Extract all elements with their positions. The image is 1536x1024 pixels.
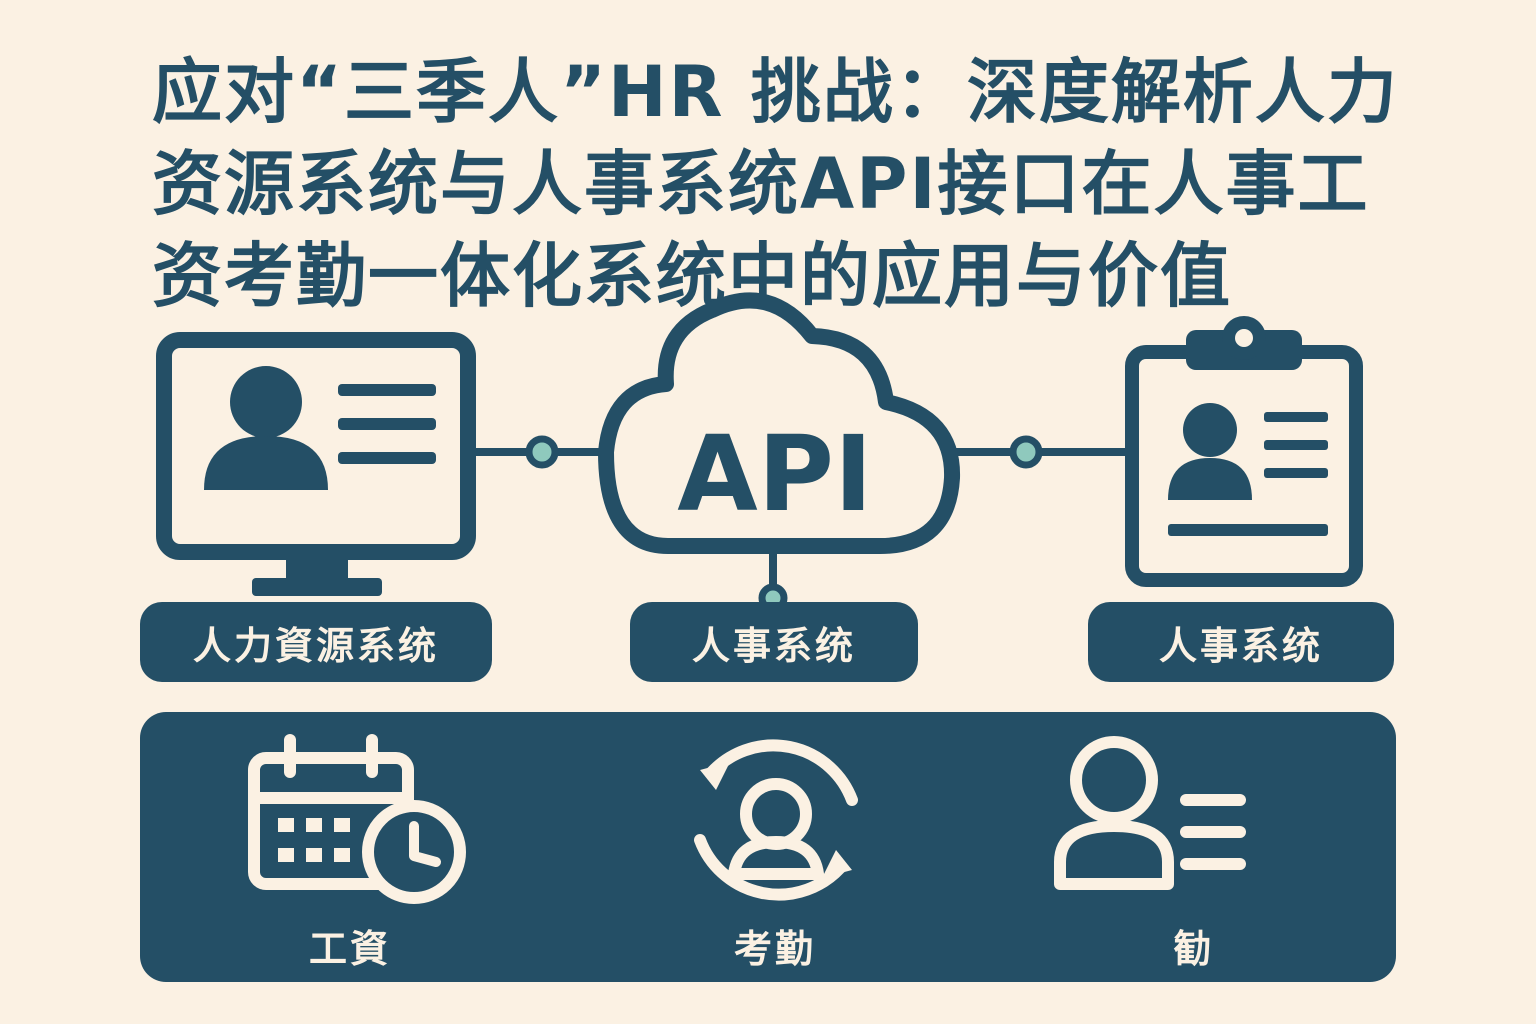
user-sync-icon [694,739,858,901]
connector-dot-left [525,435,559,469]
api-label: API [677,413,872,535]
connector-dot-right [1009,435,1043,469]
calendar-clock-icon [248,734,466,904]
middle-system-label: 人事系统 [630,602,918,682]
salary-label: 工資 [308,927,391,971]
hr-system-label: 人力資源系统 [140,602,492,682]
monitor-icon [156,332,476,596]
cloud-icon [598,292,961,554]
title-line-1: 应对“三季人”HR 挑战：深度解析人力 [152,51,1399,133]
third-feature-label: 勧 [1173,927,1215,971]
attendance-label: 考勤 [733,927,816,971]
title-line-3: 资考勤一体化系统中的应用与价值 [152,235,1232,317]
page-title: 应对“三季人”HR 挑战：深度解析人力 资源系统与人事系统API接口在人事工 资… [152,46,1402,322]
clipboard-icon [1125,316,1363,587]
user-list-icon [1054,736,1246,890]
right-system-label: 人事系统 [1088,602,1394,682]
title-line-2: 资源系统与人事系统API接口在人事工 [152,143,1370,225]
